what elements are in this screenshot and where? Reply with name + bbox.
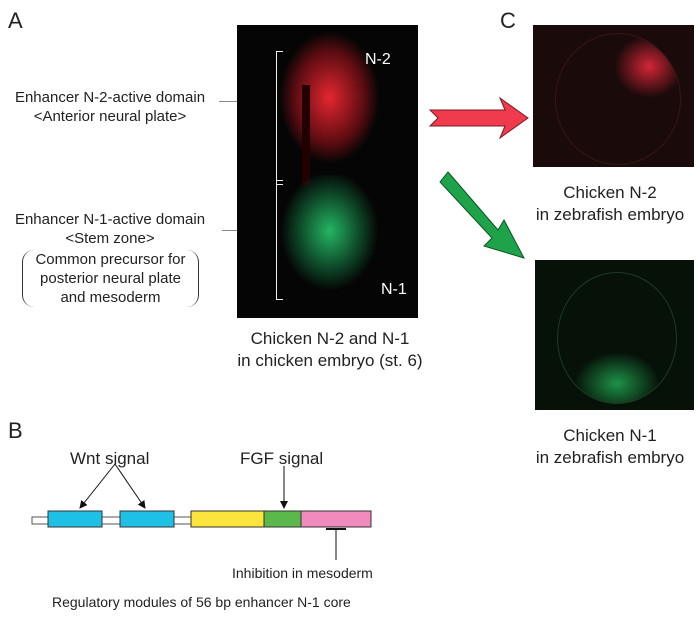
arrows — [428, 96, 529, 259]
zebrafish-n2-caption-line1: Chicken N-2 — [563, 183, 657, 202]
inhibition-label: Inhibition in mesoderm — [232, 565, 373, 581]
wnt-module-1 — [47, 510, 103, 528]
fgf-signal-label: FGF signal — [240, 449, 324, 468]
chicken-caption: Chicken N-2 and N-1 in chicken embryo (s… — [210, 328, 450, 372]
zebrafish-n1-caption: Chicken N-1 in zebrafish embryo — [520, 425, 700, 469]
n1-embryo — [557, 272, 677, 404]
zebrafish-n2-caption: Chicken N-2 in zebrafish embryo — [520, 182, 700, 226]
n2-domain-line2: <Anterior neural plate> — [33, 108, 187, 125]
chicken-caption-line2: in chicken embryo (st. 6) — [237, 351, 423, 370]
chicken-embryo-image: N-2 N-1 — [237, 25, 418, 318]
zebrafish-n1-image — [535, 260, 694, 410]
panel-label-c: C — [500, 8, 516, 33]
n1-image-label: N-1 — [381, 281, 407, 298]
n1-domain-label: Enhancer N-1-active domain <Stem zone> — [0, 210, 220, 248]
fgf-module — [263, 510, 302, 528]
n1-signal — [272, 175, 387, 315]
n2-domain-label: Enhancer N-2-active domain <Anterior neu… — [0, 88, 220, 126]
precursor-line3: and mesoderm — [60, 289, 161, 306]
midline — [302, 85, 310, 185]
precursor-line1: Common precursor for — [35, 251, 186, 268]
n1-bracket — [276, 180, 283, 300]
red-arrow-icon — [428, 96, 529, 140]
precursor-note: Common precursor for posterior neural pl… — [22, 250, 199, 307]
yellow-module — [190, 510, 265, 528]
panel-b-caption: Regulatory modules of 56 bp enhancer N-1… — [52, 594, 351, 610]
n1-domain-line1: Enhancer N-1-active domain — [14, 211, 206, 228]
precursor-line2: posterior neural plate — [40, 270, 181, 287]
wnt-module-2 — [119, 510, 175, 528]
wnt-signal-label: Wnt signal — [70, 449, 150, 468]
zebrafish-n1-caption-line1: Chicken N-1 — [563, 426, 657, 445]
n2-domain-line1: Enhancer N-2-active domain — [14, 89, 206, 106]
wnt-arrow-2 — [114, 463, 146, 509]
zebrafish-n1-caption-line2: in zebrafish embryo — [535, 448, 685, 467]
panel-label-a: A — [8, 8, 23, 33]
n2-bracket — [276, 51, 283, 185]
n2-embryo — [555, 33, 681, 165]
n2-signal — [267, 30, 392, 180]
panel-label-b: B — [8, 418, 23, 443]
zebrafish-n2-image — [533, 25, 694, 167]
wnt-arrow-1 — [79, 463, 116, 509]
green-arrow-icon — [439, 171, 525, 259]
zebrafish-n2-caption-line2: in zebrafish embryo — [535, 205, 685, 224]
n2-image-label: N-2 — [365, 51, 391, 68]
inhibition-module — [300, 510, 372, 528]
chicken-caption-line1: Chicken N-2 and N-1 — [250, 329, 410, 348]
n1-domain-line2: <Stem zone> — [65, 230, 155, 247]
enhancer-diagram — [31, 463, 372, 560]
